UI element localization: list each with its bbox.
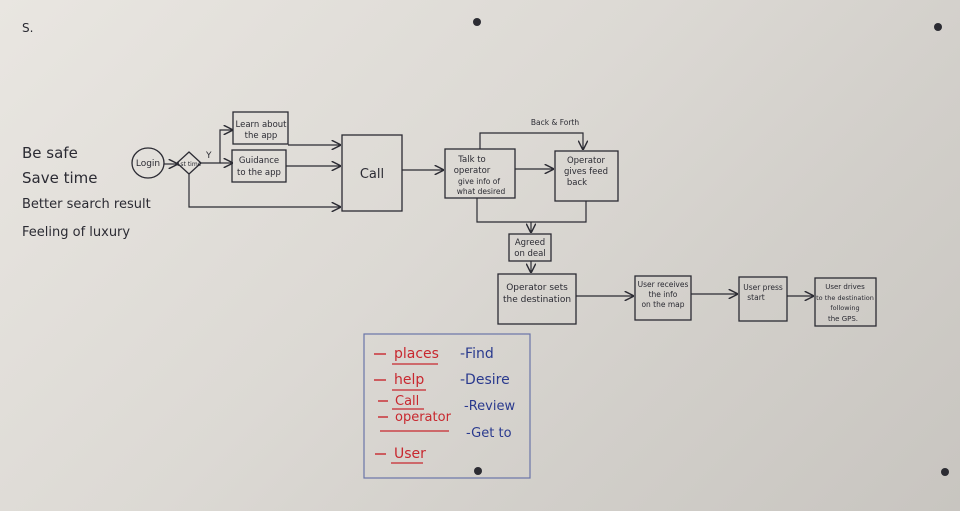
user-drives-label: to the destination: [816, 294, 874, 302]
goal-item: Save time: [22, 169, 97, 187]
operator-sets-label: Operator sets: [506, 283, 568, 293]
user-press-label: start: [747, 293, 765, 302]
guidance-label: Guidance: [239, 156, 279, 166]
learn-app-box: [232, 111, 289, 145]
legend-blue-item: -Desire: [460, 372, 510, 388]
magnet: [941, 468, 949, 476]
legend-blue-item: -Get to: [466, 426, 512, 441]
user-receives-box: [634, 275, 692, 321]
legend-red-item: help: [394, 372, 424, 388]
user-receives-label: User receives: [638, 280, 689, 289]
talk-operator-label: give info of: [458, 177, 500, 186]
learn-app-label: the app: [245, 131, 278, 141]
decision-label: 1st time: [177, 161, 202, 168]
user-drives-label: the GPS.: [828, 315, 858, 323]
operator-sets-box: [497, 273, 577, 325]
goal-item: Feeling of luxury: [22, 225, 130, 240]
legend-red-item: operator: [395, 410, 452, 425]
legend-red-item: Call: [395, 394, 419, 409]
user-press-box: [738, 276, 788, 322]
call-box: [341, 134, 403, 212]
agreed-label: on deal: [514, 249, 546, 259]
login-label: Login: [136, 159, 160, 169]
user-drives-box: [814, 277, 877, 327]
legend-red-item: User: [394, 446, 426, 462]
learn-app-label: Learn about: [236, 120, 288, 130]
operator-feedback-label: Operator: [567, 156, 606, 166]
yes-label: Y: [205, 151, 212, 161]
operator-sets-label: the destination: [503, 295, 571, 305]
user-receives-label: the info: [649, 290, 678, 299]
talk-operator-label: operator: [454, 166, 491, 176]
talk-operator-label: Talk to: [457, 155, 486, 165]
guidance-label: to the app: [237, 168, 281, 178]
goal-item: Better search result: [22, 197, 151, 212]
user-drives-label: following: [830, 304, 859, 312]
user-press-label: User press: [743, 283, 783, 292]
talk-operator-label: what desired: [457, 187, 506, 196]
legend-blue-item: -Review: [464, 399, 515, 414]
legend-red-item: places: [394, 346, 439, 362]
operator-feedback-label: gives feed: [564, 167, 608, 177]
magnet: [474, 467, 482, 475]
user-receives-label: on the map: [641, 300, 684, 309]
legend-blue-item: -Find: [460, 346, 494, 362]
magnet: [934, 23, 942, 31]
call-label: Call: [360, 167, 384, 182]
magnet: [473, 18, 481, 26]
agreed-box: [508, 233, 552, 262]
goal-item: Be safe: [22, 144, 78, 162]
legend-box: [363, 333, 531, 479]
corner-mark: S.: [22, 21, 33, 35]
user-drives-label: User drives: [825, 283, 865, 291]
back-forth-label: Back & Forth: [531, 118, 579, 127]
operator-feedback-label: back: [567, 178, 587, 188]
agreed-label: Agreed: [515, 238, 545, 248]
login-node: [131, 147, 165, 179]
